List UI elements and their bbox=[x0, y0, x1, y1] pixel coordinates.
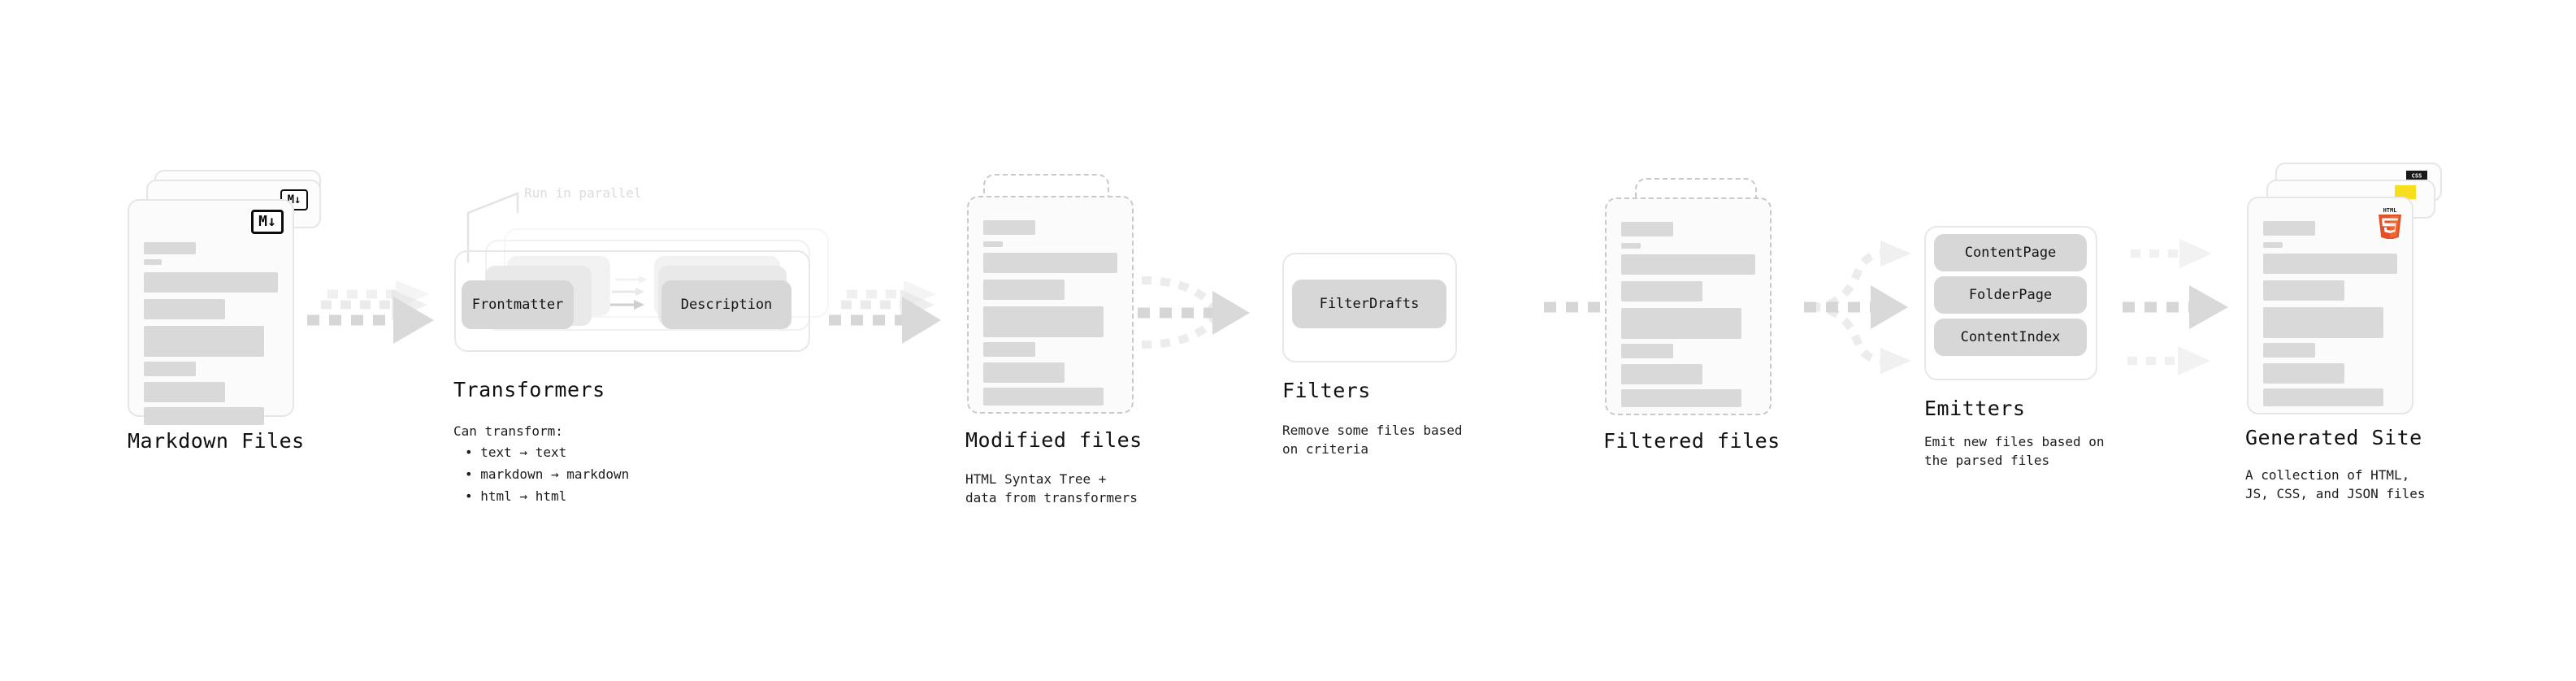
site-card-front: HTML bbox=[2247, 197, 2413, 414]
html5-icon-svg: HTML bbox=[2379, 207, 2401, 240]
skeleton-line bbox=[2263, 280, 2344, 301]
skeleton-line bbox=[144, 259, 162, 265]
skeleton-line bbox=[144, 326, 264, 357]
transformers-bullet-2: • html → html bbox=[465, 488, 567, 504]
skeleton-line bbox=[1621, 389, 1741, 407]
emitter-chip-contentindex[interactable]: ContentIndex bbox=[1934, 319, 2087, 356]
skeleton-line bbox=[2263, 388, 2383, 406]
skeleton-line bbox=[983, 306, 1104, 337]
skeleton-line bbox=[2263, 254, 2397, 274]
emitter-chip-folderpage[interactable]: FolderPage bbox=[1934, 276, 2087, 314]
markdown-badge-arrow: ↓ bbox=[267, 213, 276, 230]
markdown-badge-letter: M bbox=[287, 193, 294, 206]
javascript-icon bbox=[2395, 185, 2416, 199]
filtered-card-front bbox=[1605, 197, 1772, 415]
chip-label: Frontmatter bbox=[471, 297, 564, 313]
html5-icon: HTML bbox=[2376, 205, 2404, 240]
chip-label: ContentIndex bbox=[1960, 329, 2061, 345]
filters-subtitle: Remove some files based on criteria bbox=[1282, 423, 1463, 457]
transformers-bullet-1: • markdown → markdown bbox=[465, 466, 630, 482]
transformer-chip-description[interactable]: Description bbox=[661, 280, 791, 329]
skeleton-line bbox=[2263, 343, 2315, 358]
svg-text:HTML: HTML bbox=[2383, 207, 2397, 214]
markdown-badge-letter: M bbox=[258, 213, 267, 230]
transformer-inner-arrows bbox=[608, 275, 648, 310]
emitters-title: Emitters bbox=[1924, 397, 2026, 420]
skeleton-line bbox=[983, 220, 1035, 235]
skeleton-line bbox=[2263, 307, 2383, 338]
skeleton-line bbox=[144, 362, 196, 376]
skeleton-line bbox=[1621, 281, 1702, 301]
transformers-group-front bbox=[454, 250, 810, 352]
chip-label: FolderPage bbox=[1968, 287, 2053, 303]
arrow-emitters-to-site bbox=[2123, 239, 2228, 375]
skeleton-line bbox=[144, 272, 278, 293]
emitter-chip-contentpage[interactable]: ContentPage bbox=[1934, 234, 2087, 271]
skeleton-line bbox=[983, 253, 1117, 273]
run-in-parallel-bracket bbox=[466, 192, 519, 262]
emitters-subtitle: Emit new files based on the parsed files bbox=[1924, 434, 2105, 468]
skeleton-line bbox=[2263, 363, 2344, 384]
skeleton-line bbox=[1621, 243, 1641, 249]
modified-files-subtitle: HTML Syntax Tree + data from transformer… bbox=[965, 471, 1138, 505]
skeleton-line bbox=[1621, 308, 1741, 339]
skeleton-line bbox=[983, 388, 1104, 406]
generated-site-title: Generated Site bbox=[2245, 426, 2422, 449]
chip-label: Description bbox=[680, 297, 773, 313]
arrow-markdown-to-transformers bbox=[307, 280, 434, 344]
arrow-modified-to-filters bbox=[1138, 276, 1250, 349]
filtered-files-title: Filtered files bbox=[1603, 429, 1780, 453]
skeleton-line bbox=[983, 342, 1035, 357]
transformers-bullet-0: • text → text bbox=[465, 445, 567, 460]
skeleton-line bbox=[2263, 221, 2315, 236]
markdown-icon: M↓ bbox=[251, 210, 284, 234]
skeleton-line bbox=[144, 382, 225, 402]
skeleton-line bbox=[2263, 242, 2283, 248]
skeleton-line bbox=[1621, 344, 1673, 358]
filter-chip-filterdrafts[interactable]: FilterDrafts bbox=[1292, 280, 1446, 328]
skeleton-line bbox=[983, 241, 1003, 247]
modified-files-title: Modified files bbox=[965, 428, 1143, 452]
filters-title: Filters bbox=[1282, 379, 1371, 402]
skeleton-line bbox=[144, 407, 264, 425]
skeleton-line bbox=[144, 242, 196, 254]
transformers-subtitle: Can transform: bbox=[453, 423, 563, 439]
transformer-chip-frontmatter[interactable]: Frontmatter bbox=[462, 280, 574, 329]
markdown-files-title: Markdown Files bbox=[128, 429, 305, 453]
transformers-title: Transformers bbox=[453, 378, 605, 401]
skeleton-line bbox=[983, 280, 1065, 300]
chip-label: ContentPage bbox=[1964, 245, 2057, 261]
arrow-transformers-to-modified bbox=[829, 280, 941, 344]
generated-site-subtitle: A collection of HTML, JS, CSS, and JSON … bbox=[2245, 467, 2426, 501]
arrow-filtered-to-emitters bbox=[1804, 241, 1911, 374]
markdown-card-front: M↓ bbox=[128, 199, 294, 425]
skeleton-line bbox=[1621, 254, 1755, 275]
skeleton-line bbox=[1621, 222, 1673, 236]
skeleton-line bbox=[1621, 364, 1702, 384]
skeleton-line bbox=[144, 299, 225, 319]
markdown-badge-arrow: ↓ bbox=[294, 193, 301, 206]
svg-text:CSS: CSS bbox=[2412, 173, 2422, 180]
run-in-parallel-label: Run in parallel bbox=[524, 185, 642, 201]
chip-label: FilterDrafts bbox=[1319, 296, 1420, 312]
modified-card-front bbox=[967, 196, 1134, 414]
skeleton-line bbox=[983, 362, 1065, 383]
